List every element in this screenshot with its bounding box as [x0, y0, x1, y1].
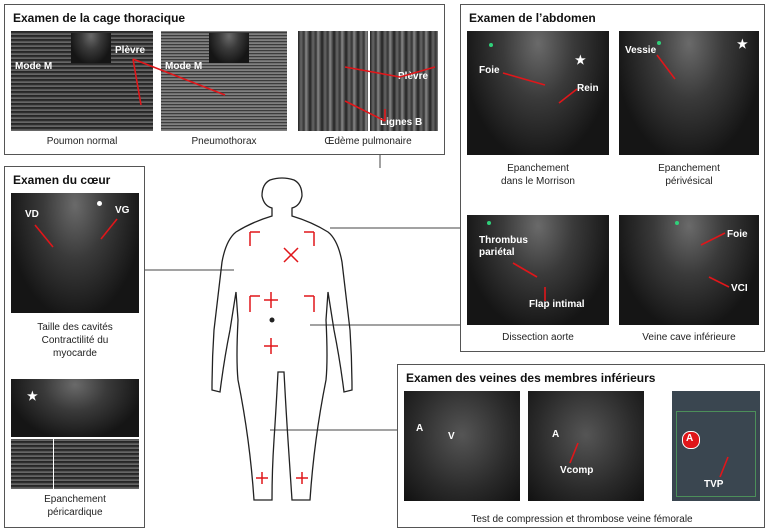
caption-cavities: Taille des cavités Contractilité du myoc…	[37, 322, 113, 359]
heart-title: Examen du cœur	[13, 173, 111, 187]
rein-label: Rein	[577, 83, 599, 94]
veins-arrows	[569, 442, 729, 478]
thrombus-label: Thrombus pariétal	[479, 235, 528, 258]
vci-label: VCI	[731, 283, 748, 294]
vg-label: VG	[115, 205, 130, 216]
cursor-line	[53, 439, 54, 489]
heart-panel: Examen du cœur VD VG Taille des cavités …	[4, 166, 145, 528]
heart-image-cavities: VD VG	[11, 193, 139, 313]
arrow	[502, 72, 546, 86]
thorax-image-normal: Mode M Plèvre	[11, 31, 153, 131]
probe-marker	[657, 41, 661, 45]
abdomen-image-vci: Foie VCI	[619, 215, 759, 325]
v-label-1: V	[448, 431, 455, 442]
lignes-b-label: Lignes B	[380, 117, 423, 128]
foie-label-1: Foie	[479, 65, 500, 76]
arrow	[132, 58, 226, 96]
plevre-label-1: Plèvre	[115, 45, 146, 56]
arrow	[569, 442, 579, 464]
thorax-bmode-inset-2	[209, 33, 249, 63]
arrow	[344, 100, 386, 122]
abdomen-image-dissection: Thrombus pariétal Flap intimal	[467, 215, 609, 325]
a-label-3: A	[686, 433, 694, 444]
arrow	[656, 54, 676, 80]
vessie-label: Vessie	[625, 45, 657, 56]
abdomen-arrows	[502, 54, 730, 301]
caption-pericardial: Epanchement péricardique	[44, 494, 106, 518]
veins-image-2: A Vcomp	[528, 391, 644, 501]
star-icon: ★	[575, 53, 586, 67]
veins-title: Examen des veines des membres inférieurs	[406, 371, 656, 385]
thorax-arrows	[132, 58, 436, 122]
tvp-label: TVP	[704, 479, 724, 490]
caption-vci: Veine cave inférieure	[642, 332, 736, 343]
arrow	[700, 232, 726, 246]
image-divider	[368, 31, 370, 131]
vd-label: VD	[25, 209, 39, 220]
abdomen-image-perivesical: ★ Vessie	[619, 31, 759, 155]
arrow	[558, 88, 578, 104]
plevre-label-2: Plèvre	[398, 71, 429, 82]
veins-image-doppler: A TVP	[672, 391, 760, 501]
heart-mmode-strip	[11, 439, 139, 489]
thorax-title: Examen de la cage thoracique	[13, 11, 186, 25]
heart-arrows	[34, 218, 118, 248]
foie-label-2: Foie	[727, 229, 748, 240]
probe-marker	[675, 221, 679, 225]
a-badge	[682, 431, 700, 449]
caption-veins: Test de compression et thrombose veine f…	[471, 514, 693, 525]
probe-marker	[97, 201, 102, 206]
thorax-image-oedeme: Plèvre Lignes B	[298, 31, 438, 131]
arrow	[708, 276, 730, 288]
vcomp-label: Vcomp	[560, 465, 594, 476]
star-icon: ★	[27, 389, 38, 403]
navel-dot	[269, 317, 275, 323]
star-icon: ★	[737, 37, 748, 51]
mode-m-label-1: Mode M	[15, 61, 53, 72]
caption-dissection: Dissection aorte	[502, 332, 574, 343]
veins-image-1: A V	[404, 391, 520, 501]
arrow	[100, 218, 118, 240]
caption-pneumothorax: Pneumothorax	[191, 136, 257, 147]
caption-morrison: Epanchement dans le Morrison	[501, 163, 575, 187]
body-outline	[211, 177, 353, 501]
abdomen-title: Examen de l’abdomen	[469, 11, 596, 25]
a-label-2: A	[552, 429, 560, 440]
arrow	[399, 66, 436, 78]
thorax-bmode-inset-1	[71, 33, 111, 63]
probe-marker	[487, 221, 491, 225]
veins-panel: Examen des veines des membres inférieurs…	[397, 364, 765, 528]
arrow	[132, 58, 142, 106]
probe-marker	[489, 43, 493, 47]
abdomen-image-morrison: ★ Foie Rein	[467, 31, 609, 155]
heart-image-pericardial: ★	[11, 379, 139, 437]
arrow	[344, 66, 401, 78]
thorax-panel: Examen de la cage thoracique Mode M Plèv…	[4, 4, 445, 155]
abdomen-panel: Examen de l’abdomen ★ Foie Rein Epanchem…	[460, 4, 765, 352]
arrow	[719, 456, 729, 478]
doppler-box	[676, 411, 756, 497]
a-label-1: A	[416, 423, 424, 434]
arrow	[512, 262, 538, 278]
probe-positions	[249, 231, 315, 484]
caption-poumon-normal: Poumon normal	[46, 136, 118, 147]
caption-perivesical: Epanchement périvésical	[658, 163, 720, 187]
flap-label: Flap intimal	[529, 299, 585, 310]
caption-oedeme: Œdème pulmonaire	[324, 136, 412, 147]
arrow	[34, 224, 54, 248]
mode-m-label-2: Mode M	[165, 61, 203, 72]
thorax-image-pneumothorax: Mode M	[161, 31, 287, 131]
